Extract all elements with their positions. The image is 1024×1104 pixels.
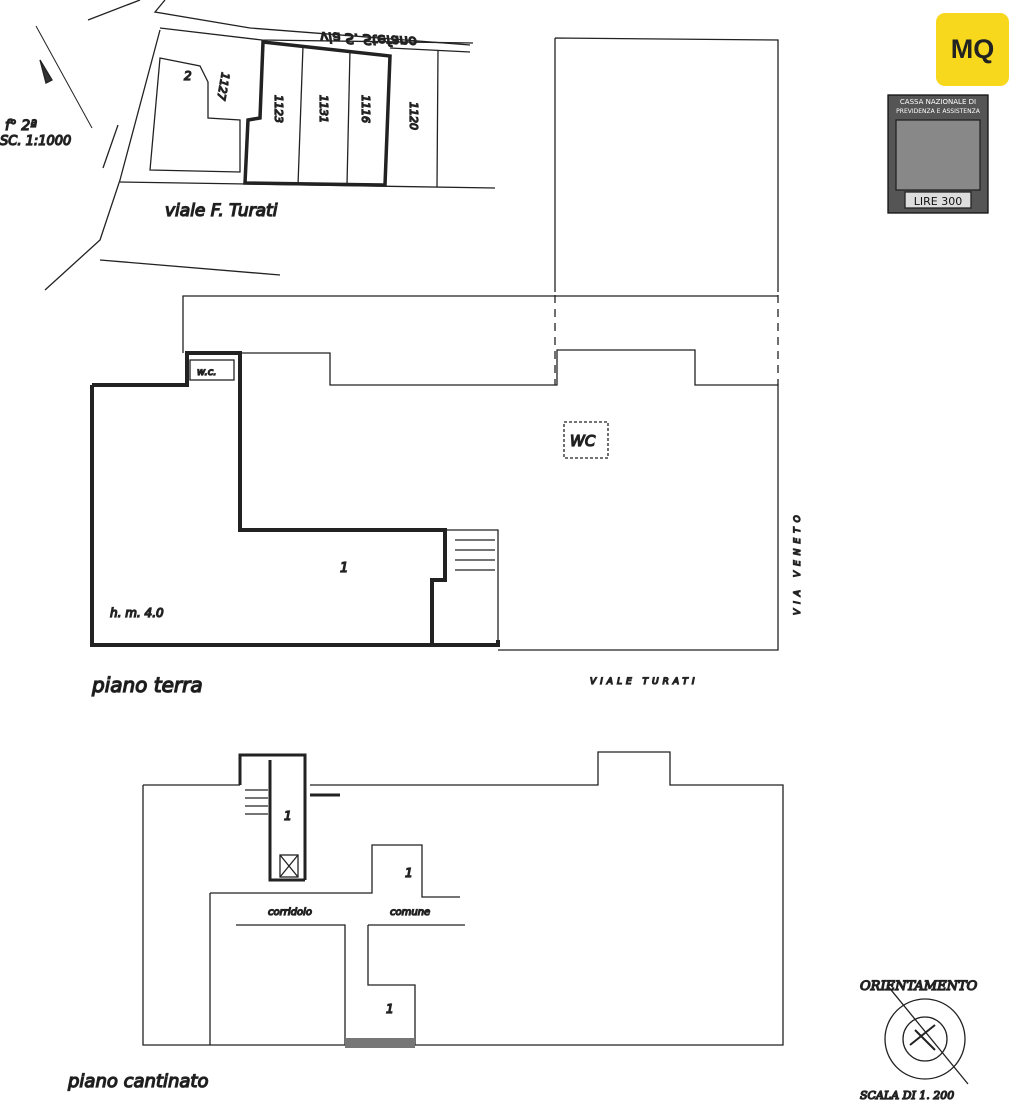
sheet-number: f° 2ª xyxy=(5,118,37,134)
wc-small-label: w.c. xyxy=(197,367,216,378)
street-via-s-stefano: via S. Stefano xyxy=(320,28,418,49)
cadastral-scale: SC. 1:1000 xyxy=(0,134,71,149)
basement-unit-3: 1 xyxy=(386,1002,394,1016)
revenue-stamp: CASSA NAZIONALE DI PREVIDENZA E ASSISTEN… xyxy=(887,94,989,214)
basement-title: piano cantinato xyxy=(67,1071,209,1092)
corridor-label: corridoio xyxy=(268,907,312,918)
stamp-text-2: PREVIDENZA E ASSISTENZA xyxy=(896,108,981,115)
unit-label: 1 xyxy=(340,561,348,576)
parcel-1131: 1131 xyxy=(317,95,330,123)
drawing-scale: SCALA DI 1. 200 xyxy=(860,1089,954,1102)
mq-logo: MQ xyxy=(936,13,1009,86)
parcel-1123: 1123 xyxy=(272,95,285,123)
height-label: h. m. 4.0 xyxy=(110,606,164,620)
street-via-veneto: VIA VENETO xyxy=(793,510,803,615)
stamp-value: LIRE 300 xyxy=(914,195,962,208)
basement-plan: 1 1 1 corridoio comune piano cantinato xyxy=(66,751,784,1093)
wc-box-label: WC xyxy=(570,432,596,450)
orientation-block: ORIENTAMENTO SCALA DI 1. 200 xyxy=(859,978,978,1102)
street-viale-turati: VIALE TURATI xyxy=(590,677,699,687)
parcel-1120: 1120 xyxy=(407,102,420,130)
basement-unit-1: 1 xyxy=(284,809,292,823)
cadastral-map: via S. Stefano viale F. Turati f° 2ª SC.… xyxy=(0,0,496,291)
ground-floor-plan: w.c. WC 1 h. m. 4.0 VIALE TURATI VIA VEN… xyxy=(90,37,804,698)
parcel-1116: 1116 xyxy=(359,95,372,123)
stamp-text-1: CASSA NAZIONALE DI xyxy=(900,98,976,106)
basement-unit-2: 1 xyxy=(405,866,413,880)
common-label: comune xyxy=(390,907,430,918)
orientation-title: ORIENTAMENTO xyxy=(860,979,978,994)
sub-parcel-2: 2 xyxy=(184,69,192,83)
ground-floor-title: piano terra xyxy=(91,673,203,697)
street-viale-f-turati: viale F. Turati xyxy=(165,201,278,221)
logo-text: MQ xyxy=(950,34,995,64)
parcel-1127: 1127 xyxy=(214,71,232,101)
north-arrow-icon xyxy=(886,984,969,1085)
